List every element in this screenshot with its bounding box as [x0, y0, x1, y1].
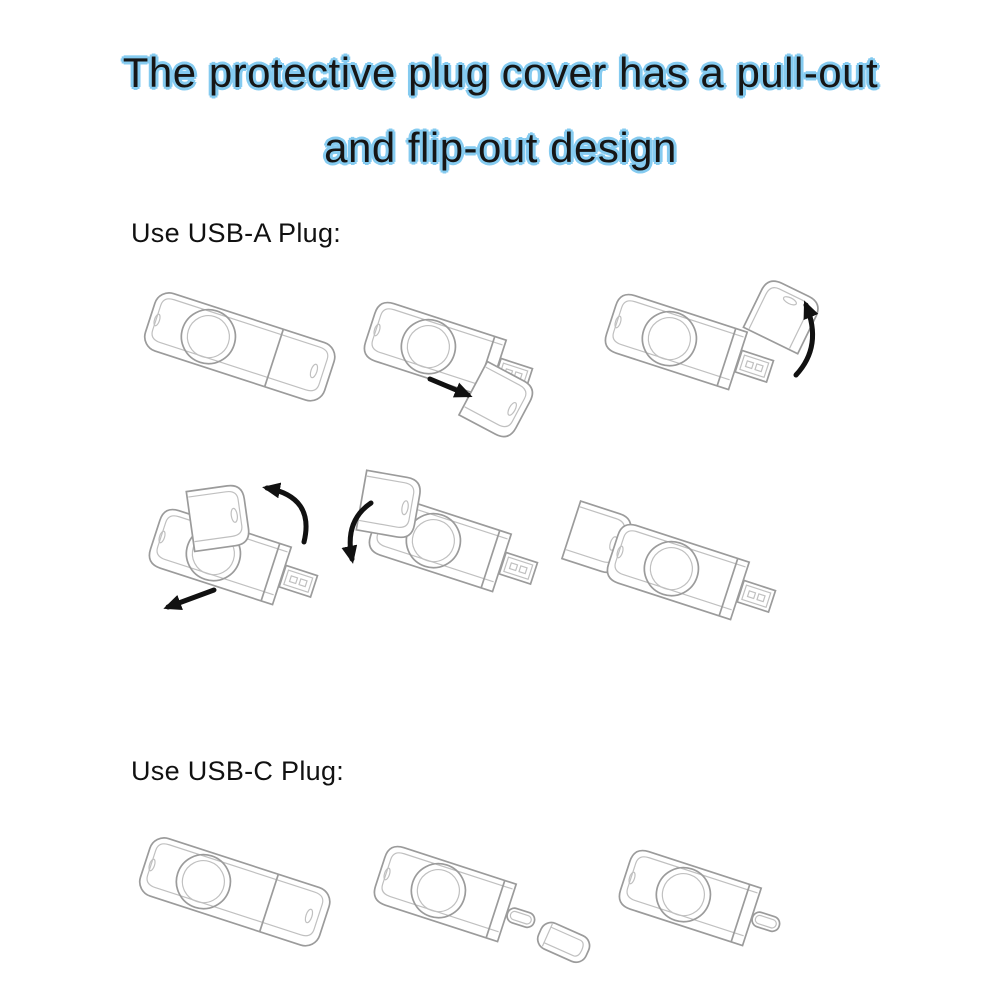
usb-a-plug [498, 551, 539, 585]
usb-a-plug [278, 564, 319, 598]
device-body [614, 846, 763, 947]
figure-usb-c-step-1 [134, 833, 335, 951]
usb-a-plug [734, 349, 775, 383]
figure-usb-a-step-1 [139, 288, 340, 406]
figure-usb-a-step-6 [561, 500, 777, 621]
usb-c-cap-detached [533, 918, 594, 967]
device-body [602, 520, 751, 621]
flip-up-curved-arrow-icon [793, 300, 819, 378]
figure-usb-c-step-2 [369, 842, 594, 967]
usb-c-plug [749, 909, 783, 935]
section-label-usb-a: Use USB-A Plug: [131, 218, 342, 248]
device-body [600, 290, 749, 391]
page-title: The protective plug cover has a pull-out… [0, 52, 1001, 169]
press-down-curved-arrow-icon [341, 500, 374, 564]
slide-out-arrow-icon [427, 376, 473, 398]
figure-usb-a-step-4 [144, 482, 319, 606]
usb-a-plug [736, 579, 777, 613]
device-body [369, 842, 518, 943]
device-closed [139, 288, 340, 406]
figure-usb-a-step-5 [355, 469, 539, 593]
plug-cover-folding [185, 482, 252, 553]
title-line-2: and flip-out design [324, 124, 677, 171]
fold-over-curved-arrow-icon [262, 482, 309, 545]
section-label-usb-c: Use USB-C Plug: [131, 756, 345, 786]
usb-c-plug [504, 905, 538, 931]
device-closed [134, 833, 335, 951]
title-line-1: The protective plug cover has a pull-out [122, 49, 879, 96]
slide-back-arrow-icon [163, 587, 217, 610]
figure-usb-a-step-3 [600, 275, 824, 391]
figure-usb-a-step-2 [359, 298, 538, 443]
figure-usb-c-step-3 [614, 846, 783, 947]
